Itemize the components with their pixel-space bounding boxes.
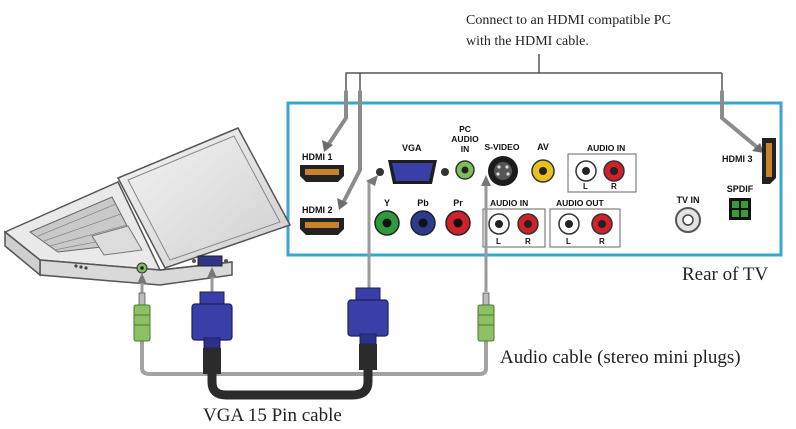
rear-of-tv-caption: Rear of TV	[682, 264, 768, 285]
hdmi2-label: HDMI 2	[302, 205, 333, 215]
vga-plug-right	[347, 287, 389, 370]
audio-out-left-jack[interactable]	[558, 213, 580, 235]
hdmi3-arrow-icon	[752, 143, 764, 153]
hdmi1-arrow-icon	[322, 140, 333, 152]
audio-in-top-right-jack[interactable]	[603, 160, 625, 182]
laptop-audio-arrow-icon	[137, 273, 147, 284]
audio-out-right-jack[interactable]	[591, 213, 613, 235]
hdmi-annotation: Connect to an HDMI compatible PC with th…	[345, 13, 723, 108]
tv-in-jack[interactable]	[675, 207, 701, 233]
component-pr-jack[interactable]	[445, 210, 471, 236]
hdmi2-port[interactable]	[300, 218, 344, 235]
hdmi-note-line2: with the HDMI cable.	[466, 34, 589, 49]
laptop-vga-port[interactable]	[192, 255, 228, 267]
vga-label: VGA	[402, 143, 422, 153]
audio-out-l: L	[566, 237, 571, 246]
av-jack[interactable]	[531, 159, 555, 183]
audio-in-top-left-jack[interactable]	[575, 160, 597, 182]
audio-cable	[140, 180, 488, 376]
hdmi3-port[interactable]	[762, 138, 776, 184]
laptop-vga-arrow-icon	[207, 267, 217, 278]
laptop-audio-port[interactable]	[136, 262, 148, 274]
svideo-port[interactable]	[488, 156, 518, 186]
audio-in-bottom-label: AUDIO IN	[490, 198, 528, 208]
vga-plug-left	[191, 291, 233, 374]
hdmi-note-line1: Connect to an HDMI compatible PC	[466, 13, 671, 28]
audio-in-top-label: AUDIO IN	[587, 143, 625, 153]
audio-in-top-r: R	[611, 182, 617, 191]
hdmi1-label: HDMI 1	[302, 152, 333, 162]
av-label: AV	[537, 142, 549, 152]
vga-cable-caption: VGA 15 Pin cable	[203, 405, 342, 426]
audio-in-bottom-l: L	[496, 237, 501, 246]
laptop	[3, 127, 292, 286]
hdmi2-arrow-icon	[337, 198, 348, 210]
pc-audio-label-1: PC	[459, 124, 471, 134]
audio-out-label: AUDIO OUT	[556, 198, 605, 208]
vga-port[interactable]	[376, 160, 449, 184]
component-y-jack[interactable]	[374, 210, 400, 236]
audio-plug-right	[477, 292, 495, 342]
tv-vga-arrow-icon	[366, 175, 378, 186]
spdif-label: SPDIF	[727, 184, 754, 194]
vga-cable	[207, 365, 373, 400]
pc-audio-in-jack[interactable]	[455, 160, 475, 180]
y-label: Y	[384, 198, 390, 208]
hdmi3-label: HDMI 3	[722, 154, 753, 164]
hdmi-cable-lines	[326, 90, 760, 205]
audio-in-bottom-left-jack[interactable]	[488, 213, 510, 235]
audio-out-r: R	[599, 237, 605, 246]
tv-in-label: TV IN	[676, 195, 699, 205]
audio-plug-left	[133, 292, 151, 342]
audio-in-bottom-right-jack[interactable]	[517, 213, 539, 235]
pc-audio-label-2: AUDIO	[451, 134, 479, 144]
pb-label: Pb	[417, 198, 429, 208]
spdif-port[interactable]	[729, 198, 751, 220]
component-pb-jack[interactable]	[410, 210, 436, 236]
audio-in-bottom-r: R	[525, 237, 531, 246]
pr-label: Pr	[453, 198, 463, 208]
tv-audio-arrow-icon	[481, 175, 491, 186]
hdmi-leader-line	[345, 54, 540, 108]
audio-cable-caption: Audio cable (stereo mini plugs)	[500, 347, 741, 368]
audio-in-top-l: L	[583, 182, 588, 191]
hdmi1-port[interactable]	[300, 165, 344, 182]
pc-audio-label-3: IN	[461, 144, 470, 154]
svideo-label: S-VIDEO	[485, 142, 520, 152]
